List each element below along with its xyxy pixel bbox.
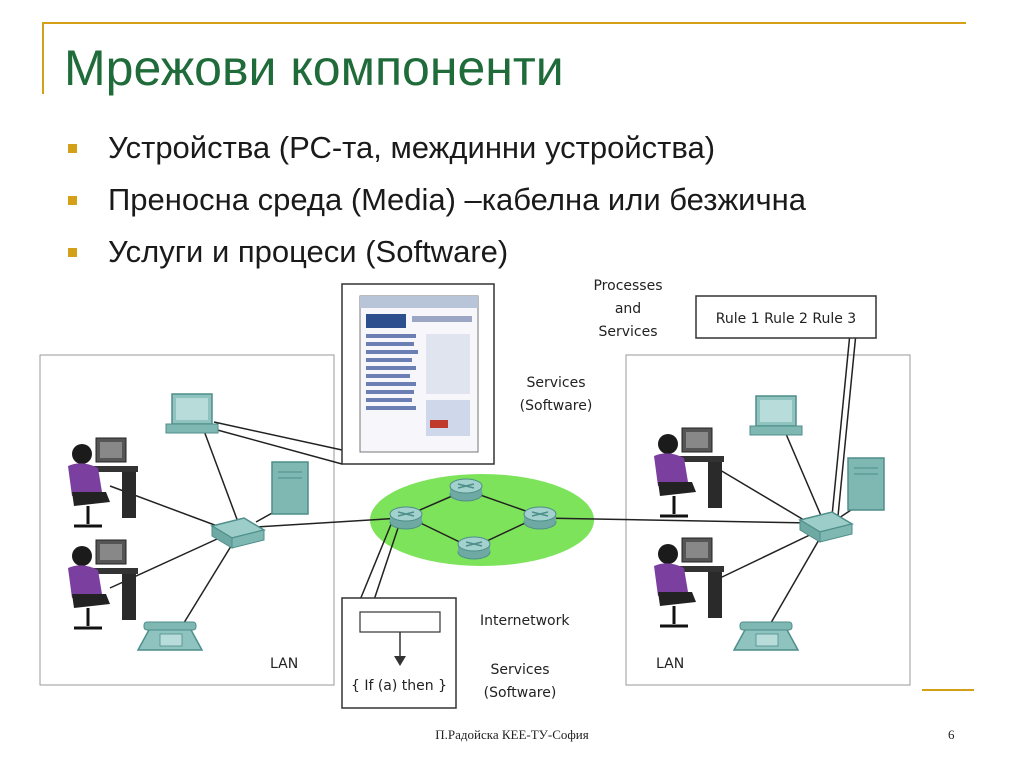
frame-top-line — [42, 22, 966, 24]
processes-label-line-3: Services — [598, 324, 657, 340]
internetwork-cloud — [370, 474, 594, 566]
services-top-label-line-2: (Software) — [520, 398, 593, 414]
telephone-icon — [137, 621, 203, 651]
flowchart-icon — [341, 597, 457, 709]
processes-label-line-2: and — [615, 301, 641, 317]
rules-label: Rule 1 Rule 2 Rule 3 — [716, 311, 856, 327]
frame-bottom-line — [922, 689, 974, 691]
internetwork-label: Internetwork — [480, 613, 570, 629]
page-number: 6 — [948, 727, 955, 742]
router-icon — [389, 506, 423, 530]
bullet-marker — [68, 144, 77, 153]
bullet-marker — [68, 248, 77, 257]
server-tower-icon — [271, 461, 309, 515]
services-bottom-label-line-2: (Software) — [484, 685, 557, 701]
monitor-icon — [749, 395, 803, 436]
lan-left-label: LAN — [270, 656, 298, 672]
bullet-text: Устройства (РС-та, междинни устройства) — [108, 130, 716, 165]
processes-label-line-1: Processes — [593, 278, 662, 294]
server-tower-icon — [847, 457, 885, 511]
bullet-text: Преносна среда (Media) –кабелна или безж… — [108, 182, 807, 217]
services-top-label-line-1: Services — [526, 375, 585, 391]
router-icon — [449, 478, 483, 502]
services-bottom-label-line-1: Services — [490, 662, 549, 678]
browser-screenshot-icon — [341, 283, 495, 465]
rules-box — [695, 295, 877, 339]
bullet-text: Услуги и процеси (Software) — [108, 234, 509, 269]
router-icon — [523, 506, 557, 530]
frame-left-line — [42, 22, 44, 94]
bullet-marker — [68, 196, 77, 205]
code-label: { If (a) then } — [351, 678, 447, 694]
monitor-icon — [165, 393, 219, 434]
slide-title: Мрежови компоненти — [64, 40, 564, 96]
telephone-icon — [733, 621, 799, 651]
router-icon — [457, 536, 491, 560]
slide-footer: П.Радойска КЕЕ-ТУ-София — [435, 727, 589, 742]
network-diagram: Processes and Services Rule 1 Rule 2 Rul… — [39, 278, 911, 709]
lan-right-label: LAN — [656, 656, 684, 672]
